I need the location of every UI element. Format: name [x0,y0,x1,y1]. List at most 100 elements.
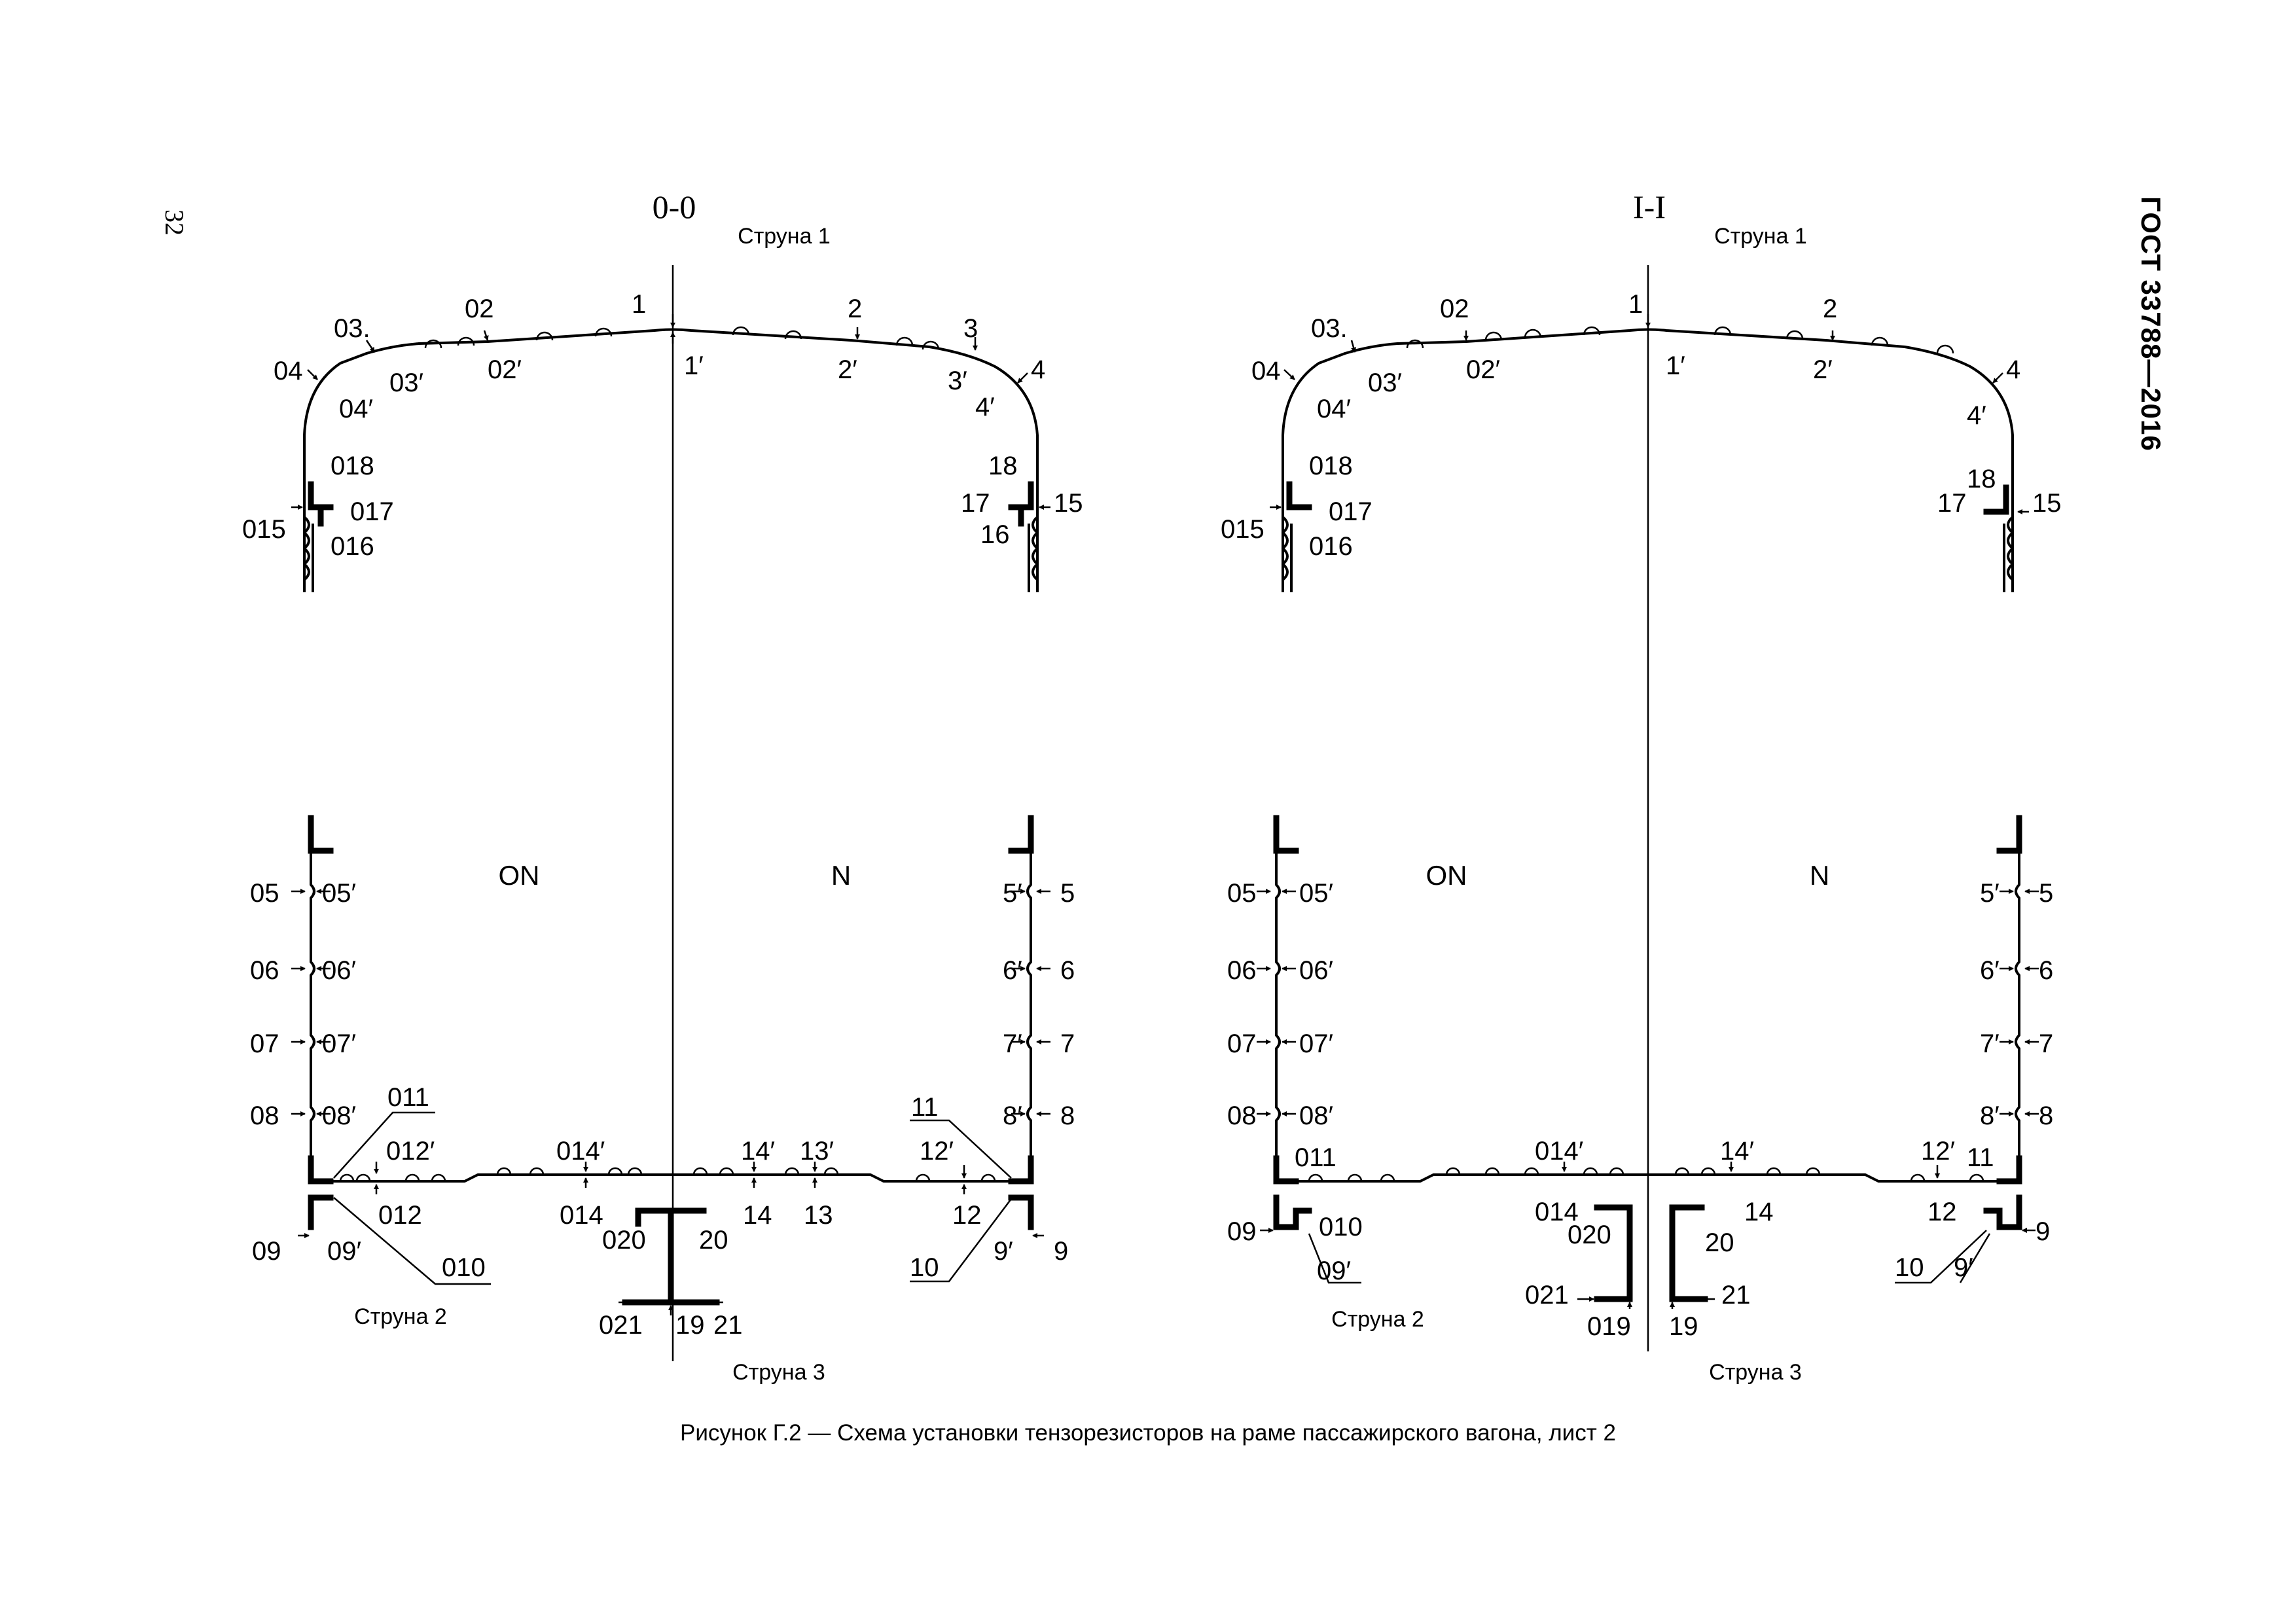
string-1-label: Струна 1 [738,224,831,249]
gauge-label: 6′ [1980,956,2000,985]
gauge-label: 4′ [1967,401,1986,430]
gauge-label: 18 [1967,465,1996,493]
center-right-channel [1669,1204,1705,1302]
gauge-label: 12 [1928,1198,1957,1226]
gauge-label: 02′ [488,355,522,384]
gauge-label: 16 [980,520,1010,549]
gauge-label: 7 [2039,1029,2053,1058]
gauge-label: 5′ [1003,879,1022,908]
right-lower-bracket [1008,815,1034,854]
string-3-label: Струна 3 [732,1360,825,1385]
gauge-label: 07′ [1299,1029,1333,1058]
gauge-label: 6 [2039,956,2053,985]
gauge-label: 2′ [838,355,857,384]
gauge-label: 015 [242,515,286,544]
gauge-label: 014′ [556,1137,605,1166]
gauge-label: 017 [1329,497,1372,526]
section-0-0-diagram: 0-0 Струна 1 [242,188,1083,1385]
left-upper-bracket [308,481,334,510]
gauge-label: 21 [1721,1281,1751,1310]
gauge-label: 07 [250,1029,279,1058]
gauge-label: 07 [1227,1029,1257,1058]
gauge-label: 08 [250,1101,279,1130]
gauge-label: 3′ [948,366,967,395]
gauge-label: 04 [1251,357,1281,385]
gauge-label: 15 [2032,489,2062,518]
gauge-arrows [291,314,1050,1315]
gauge-label: 12′ [1921,1137,1955,1166]
gauge-label: 4 [1031,355,1045,384]
gauge-label: 19 [1669,1312,1698,1341]
gauge-label: 011 [387,1083,429,1112]
gauge-label: 3 [963,314,978,343]
gauge-label: 014 [1535,1198,1579,1226]
left-lower-bracket [308,815,334,854]
string-1-label: Струна 1 [1714,224,1807,249]
gauge-label: 018 [331,452,374,480]
gauge-label: 12 [952,1201,982,1230]
gauge-label: 1 [1628,290,1643,319]
gauge-label: 8′ [1980,1101,2000,1130]
gauge-label: 14′ [741,1137,775,1166]
gauge-label: 9′ [994,1237,1013,1266]
section-I-I-diagram: I-I Струна 1 [1221,188,2062,1385]
gauge-label: 04′ [1317,395,1351,423]
gauge-label: 9′ [1954,1253,1973,1282]
gauge-label: 03. [334,314,370,343]
gauge-label: 017 [350,497,394,526]
gauge-label: 10 [1895,1253,1924,1282]
roof-corrugation [424,326,940,350]
gauge-label: 09′ [1317,1257,1351,1285]
gauge-label: 08′ [1299,1101,1333,1130]
gauge-label: 04′ [339,395,373,423]
gauge-label: 5 [2039,879,2053,908]
gauge-label: 016 [331,532,374,561]
gauge-label: 06′ [322,956,356,985]
gauge-label: 08 [1227,1101,1257,1130]
gauge-label: 016 [1309,532,1353,561]
right-upper-bracket [1008,481,1034,510]
string-2-label: Струна 2 [1331,1307,1424,1332]
gauge-label: 012 [378,1201,422,1230]
gauge-label: 010 [1319,1213,1363,1241]
gauge-label: 1′ [1666,351,1685,380]
gauge-label: 4′ [975,393,995,421]
gauge-label: 019 [1587,1312,1631,1341]
gauge-label: 06′ [1299,956,1333,985]
gauge-label: 05 [250,879,279,908]
gauge-label: 20 [699,1226,728,1255]
gauge-label: 17 [1937,489,1967,518]
gauge-label: 20 [1705,1228,1734,1257]
gauge-label: 05′ [322,879,356,908]
gauge-label: 7 [1060,1029,1075,1058]
gauge-label: 13′ [800,1137,834,1166]
gauge-label: 18 [988,452,1018,480]
zone-n-label: N [831,860,851,891]
gauge-label: 06 [1227,956,1257,985]
gauge-label: 02′ [1466,355,1500,384]
gauge-label: 018 [1309,452,1353,480]
gauge-label: 13 [804,1201,833,1230]
gauge-label: 17 [961,489,990,518]
gauge-label: 03′ [389,368,423,397]
gauge-label: 010 [442,1253,486,1282]
gauge-label: 11 [911,1093,939,1122]
gauge-label: 14 [743,1201,772,1230]
left-wall-corrugation [303,516,310,581]
gauge-label: 014 [560,1201,603,1230]
left-lower-wall [310,851,315,1178]
gauge-label: 020 [1568,1221,1611,1249]
gauge-label: 07′ [322,1029,356,1058]
gauge-label: 14′ [1720,1137,1754,1166]
roof-corrugation [1406,326,1954,354]
section-title: 0-0 [653,188,696,225]
gauge-label: 21 [713,1311,743,1340]
gauge-label: 7′ [1980,1029,2000,1058]
right-lower-wall [1026,851,1032,1178]
gauge-label: 5 [1060,879,1075,908]
center-left-channel [1594,1204,1633,1302]
gauge-label: 19 [675,1311,705,1340]
gauge-label: 1′ [684,351,704,380]
gauge-label: 09 [252,1237,281,1266]
